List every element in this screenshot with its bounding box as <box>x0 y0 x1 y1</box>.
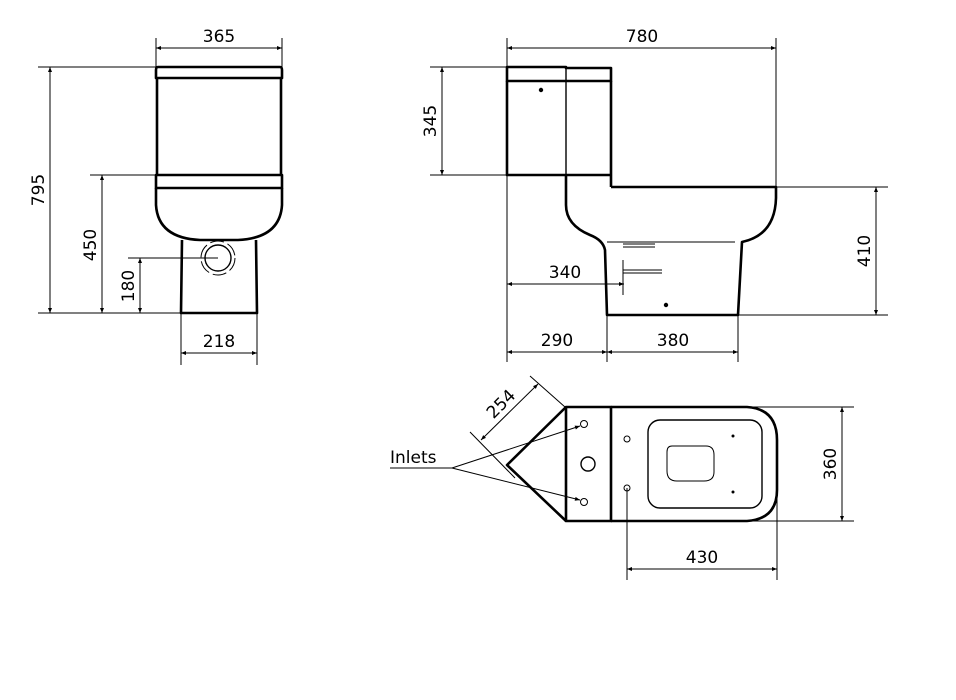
inlets-label: Inlets <box>390 448 437 468</box>
dim-cistern-height: 345 <box>421 105 441 137</box>
dim-front-width: 365 <box>203 27 235 47</box>
dim-outlet-height: 180 <box>119 270 139 302</box>
front-view-outline <box>154 65 284 315</box>
dim-corner-length: 254 <box>483 386 520 423</box>
inlet-hole-icon <box>580 420 588 428</box>
dim-total-height: 795 <box>29 174 49 206</box>
front-view: 365 795 450 180 218 <box>29 27 284 365</box>
front-dimensions: 365 795 450 180 218 <box>29 27 283 365</box>
dim-fixing-distance: 430 <box>686 548 718 568</box>
side-view: 780 345 410 340 290 380 <box>421 27 888 362</box>
dim-rear-to-pedestal: 290 <box>541 331 573 351</box>
dim-pedestal-depth: 380 <box>657 331 689 351</box>
inlet-hole-icon <box>580 498 588 506</box>
dim-base-width: 218 <box>203 332 235 352</box>
side-view-outline <box>505 65 778 317</box>
side-dimensions: 780 345 410 340 290 380 <box>421 27 888 362</box>
inlets-callout: Inlets <box>390 425 581 501</box>
dim-rim-height: 410 <box>855 235 875 267</box>
dim-total-depth: 780 <box>626 27 658 47</box>
dim-outlet-distance: 340 <box>549 263 581 283</box>
dim-seat-height: 450 <box>81 229 101 261</box>
top-view: 254 360 430 Inlets <box>390 375 854 580</box>
top-view-outline <box>505 405 779 523</box>
dim-top-width: 360 <box>821 448 841 480</box>
